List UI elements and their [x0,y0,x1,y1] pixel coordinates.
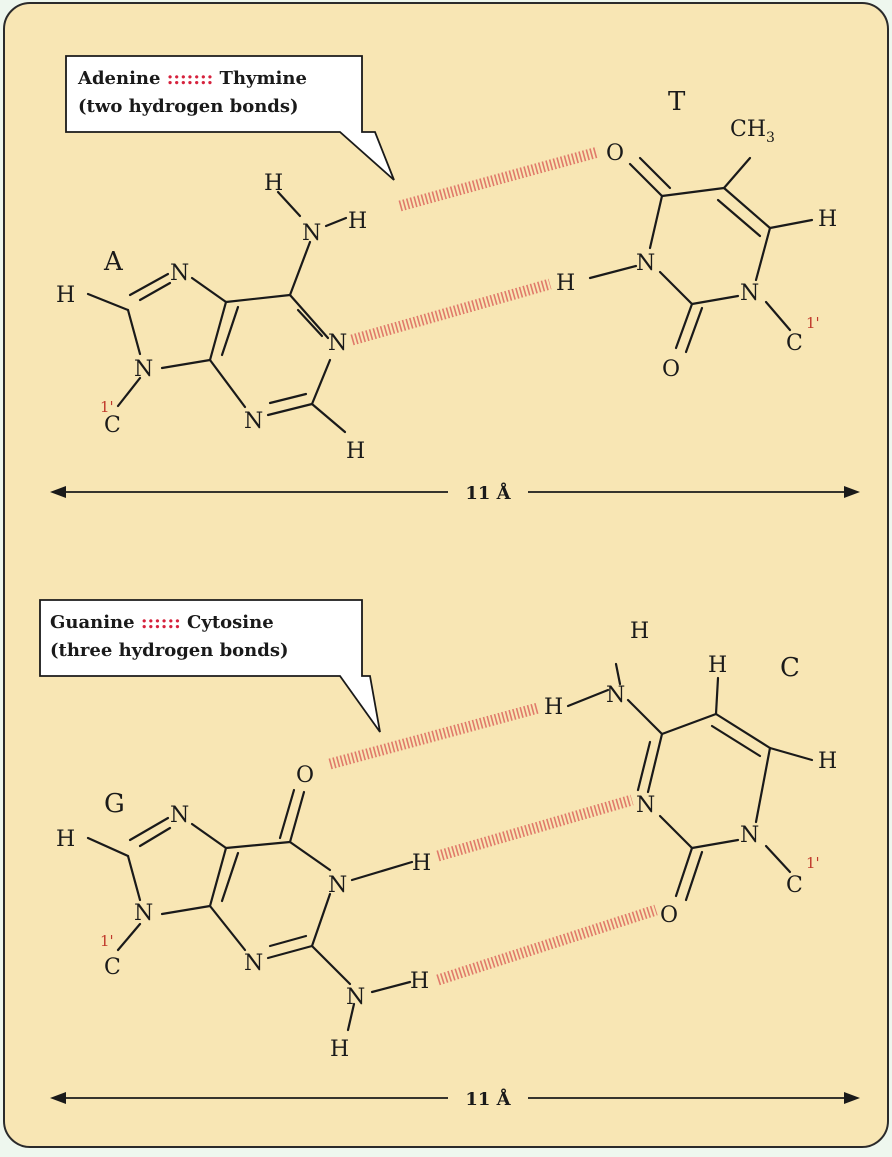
callout-cytosine: Cytosine [187,612,274,633]
atom-n7-a: N [170,261,189,286]
figure-panel [3,2,889,1148]
atom-h6b-a: H [348,209,367,234]
atom-n1-g: N [328,873,347,898]
atom-h6-c: H [818,749,837,774]
atom-n6-a: N [302,221,321,246]
atom-o2-t: O [662,357,680,382]
callout-at-dots: ::::::: [167,68,214,89]
distance-label-gc: 11 Å [465,1087,511,1110]
hbond-gc-1 [328,702,540,770]
atom-n9-a: N [134,357,153,382]
atom-n1-t: N [740,281,759,306]
atom-h2b-g: H [330,1037,349,1062]
atom-c1-a: C [104,413,121,438]
atom-h5-c: H [708,653,727,678]
adenine-atoms: A H N N 1' C N H N N H H [56,171,367,464]
atom-c1-c: C [786,873,803,898]
atom-n9-g: N [134,901,153,926]
distance-label-at: 11 Å [465,481,511,504]
callout-at-line2: (two hydrogen bonds) [78,96,299,117]
atom-n3-c: N [636,793,655,818]
hbond-at-1 [398,146,600,212]
atom-h2a-g: H [410,969,429,994]
svg-text:Adenine :::::::: Adenine ::::::: Thymine [77,68,307,89]
atom-o6-g: O [296,763,314,788]
atom-n3-a: N [244,409,263,434]
atom-h-g8: H [56,827,75,852]
atom-n1-a: N [328,331,347,356]
guanine-bonds [86,788,414,1032]
ref-1prime-a: 1' [100,398,114,416]
atom-c1-g: C [104,955,121,980]
ref-1prime-t: 1' [806,314,820,332]
label-cytosine: C [780,653,800,683]
atom-h3-t: H [556,271,575,296]
atom-o4-t: O [606,141,624,166]
hbond-gc-3 [436,904,658,986]
adenine-bonds [86,190,348,434]
atom-n1-c: N [740,823,759,848]
thymine-bonds [588,156,814,354]
cytosine-bonds [566,662,814,902]
label-thymine: T [668,87,686,117]
atom-h6-t: H [818,207,837,232]
atom-n3-t: N [636,251,655,276]
atom-n7-g: N [170,803,189,828]
atom-h-a2: H [346,439,365,464]
adenine-thymine-pair: Adenine ::::::: Thymine (two hydrogen bo… [50,55,860,504]
hbond-gc-2 [436,794,634,862]
cytosine-atoms: H N H H C H N N 1' C O [544,619,837,928]
callout-thymine: Thymine [220,68,307,89]
thymine-atoms: T CH3 O H N H N 1' C O [556,87,837,382]
label-adenine: A [103,247,124,277]
atom-h4a-c: H [544,695,563,720]
callout-at: Adenine ::::::: Thymine (two hydrogen bo… [65,55,395,181]
hbond-at-2 [350,278,552,346]
callout-adenine: Adenine [77,68,160,89]
guanine-cytosine-pair: Guanine :::::: Cytosine (three hydrogen … [39,599,860,1110]
distance-gc: 11 Å [50,1087,860,1110]
ref-1prime-g: 1' [100,932,114,950]
distance-at: 11 Å [50,481,860,504]
atom-o2-c: O [660,903,678,928]
atom-h-a8: H [56,283,75,308]
atom-h1-g: H [412,851,431,876]
atom-n2-g: N [346,985,365,1010]
callout-gc: Guanine :::::: Cytosine (three hydrogen … [39,599,381,733]
callout-guanine: Guanine [50,612,135,633]
atom-n4-c: N [606,683,625,708]
ref-1prime-c: 1' [806,854,820,872]
callout-gc-line2: (three hydrogen bonds) [50,640,289,661]
atom-h4b-c: H [630,619,649,644]
atom-ch3-t: CH3 [730,117,775,146]
guanine-atoms: G H N N 1' C N N O H N H H [56,763,431,1062]
svg-text:Guanine ::::::: Guanine :::::: Cytosine [50,612,274,633]
label-guanine: G [104,789,125,819]
atom-c1-t: C [786,331,803,356]
callout-gc-dots: :::::: [141,612,181,633]
atom-n3-g: N [244,951,263,976]
atom-h6a-a: H [264,171,283,196]
